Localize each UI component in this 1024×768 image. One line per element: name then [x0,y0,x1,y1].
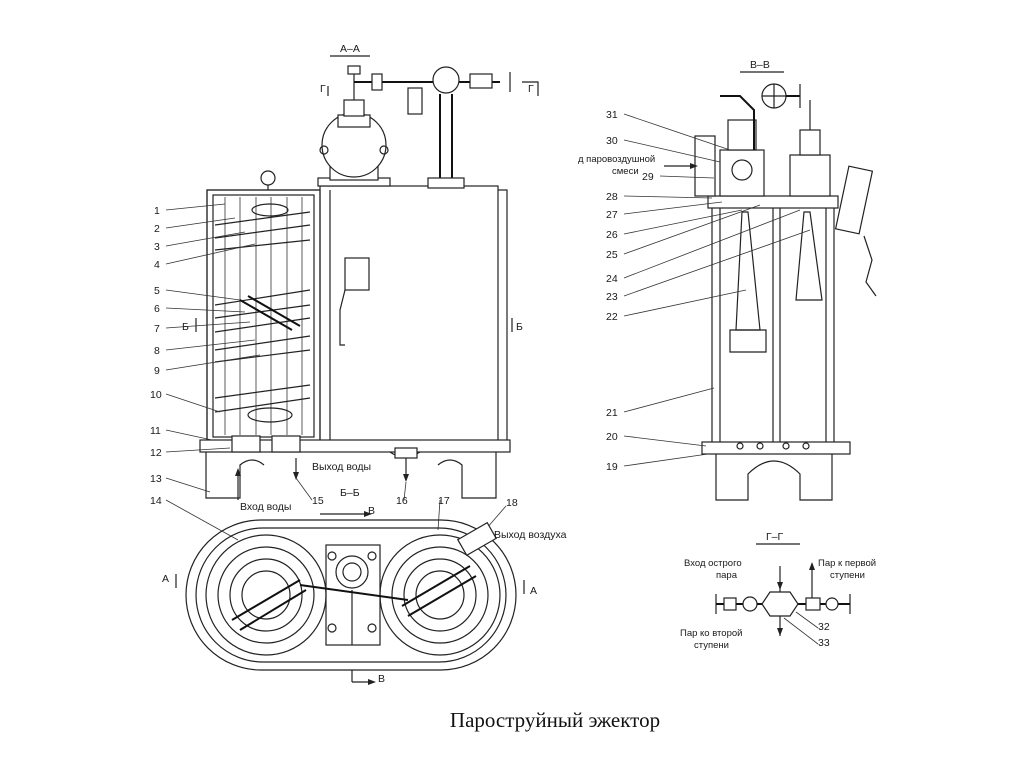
callout-10: 10 [150,389,162,401]
callout-5: 5 [154,285,160,297]
callout-14: 14 [150,495,162,507]
gg-valve-body [761,591,799,617]
air-out-label: Выход воздуха [494,529,567,541]
callout-30: 30 [606,135,618,147]
section-g-left: Г [320,83,326,95]
section-vv-label: В–В [750,59,770,71]
water-in-label: Вход воды [240,501,291,513]
callout-32: 32 [818,621,830,633]
callout-29: 29 [642,171,654,183]
callout-13: 13 [150,473,162,485]
callouts-right: 31 30 29 28 27 26 25 24 23 22 21 20 19 [606,109,811,473]
left-tube-plate [205,534,327,656]
callout-2: 2 [154,223,160,235]
plan-a-right: А [530,585,537,597]
mix-label-2: смеси [612,166,639,177]
diffuser-2 [795,211,823,301]
callout-21: 21 [606,407,618,419]
first-stage-label-1: Пар к первой [818,558,876,569]
first-stage-label-2: ступени [830,570,865,581]
section-g-right: Г [528,83,534,95]
callouts-left: 1 2 3 4 5 6 7 8 9 10 11 12 13 14 15 16 1… [150,203,518,541]
callout-6: 6 [154,303,160,315]
plan-v-bottom: В [378,673,385,685]
plan-a-left: А [162,573,169,585]
right-tube-plate [379,534,501,656]
second-stage-label-1: Пар ко второй [680,628,742,639]
plan-outer [185,519,517,671]
live-steam-label-1: Вход острого [684,558,742,569]
mix-label-1: д паровоздушной [578,154,655,165]
right-shell [319,185,499,443]
callout-25: 25 [606,249,618,261]
callout-9: 9 [154,365,160,377]
gauge [834,165,874,235]
live-steam-label-2: пара [716,570,738,581]
callout-7: 7 [154,323,160,335]
callout-22: 22 [606,311,618,323]
callout-28: 28 [606,191,618,203]
callout-31: 31 [606,109,618,121]
plan-view: В В А А Выход воздуха [162,505,567,685]
section-vv: В–В [578,59,877,501]
plan-v-top: В [368,505,375,517]
callout-24: 24 [606,273,618,285]
callout-23: 23 [606,291,618,303]
center-nozzle [335,555,369,589]
figure-caption: Пароструйный эжектор [449,708,661,732]
section-aa-label: А–А [340,43,360,55]
callout-11: 11 [150,425,161,437]
second-stage-label-2: ступени [694,640,729,651]
front-view: А–А Г Г Б Б Выход воды Вход воды Б–Б [150,43,539,541]
callout-12: 12 [150,447,162,459]
callout-16: 16 [396,495,408,507]
lifting-eye [260,170,276,186]
callout-8: 8 [154,345,160,357]
section-b-right: Б [516,321,523,333]
callout-26: 26 [606,229,618,241]
callout-15: 15 [312,495,324,507]
callout-33: 33 [818,637,830,649]
callout-1: 1 [154,205,160,217]
section-gg: Г–Г Вход острого пара Пар к первой ступе… [680,531,876,651]
section-bb-label: Б–Б [340,487,360,499]
callout-3: 3 [154,241,160,253]
callout-20: 20 [606,431,618,443]
tube-bundle [214,197,311,435]
water-out-label: Выход воды [312,461,371,473]
callout-17: 17 [438,495,450,507]
callout-19: 19 [606,461,618,473]
callout-4: 4 [154,259,160,271]
section-gg-label: Г–Г [766,531,784,543]
callout-18: 18 [506,497,518,509]
callout-27: 27 [606,209,618,221]
